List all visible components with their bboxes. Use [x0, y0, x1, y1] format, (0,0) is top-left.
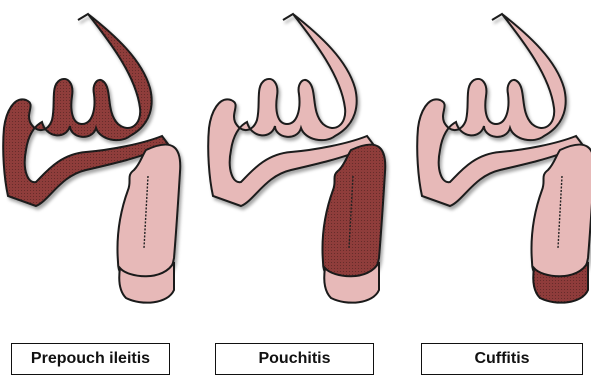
- label-text: Cuffitis: [474, 350, 529, 368]
- panel-pouchitis: [208, 14, 385, 303]
- label-pouchitis: Pouchitis: [215, 343, 374, 375]
- label-text: Pouchitis: [258, 350, 330, 368]
- panel-cuffitis: [417, 14, 591, 303]
- label-text: Prepouch ileitis: [31, 350, 150, 368]
- panel-prepouch-ileitis: [3, 14, 180, 303]
- pouch-segment: [117, 145, 180, 282]
- label-cuffitis: Cuffitis: [421, 343, 583, 375]
- pouch-segment: [531, 145, 591, 282]
- label-prepouch-ileitis: Prepouch ileitis: [11, 343, 170, 375]
